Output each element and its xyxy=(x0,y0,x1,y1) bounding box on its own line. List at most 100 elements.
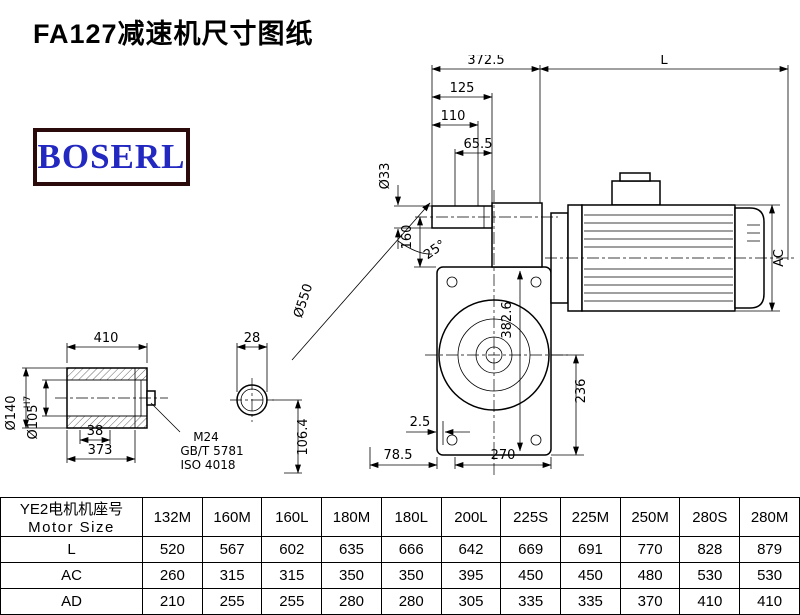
dim-125: 125 xyxy=(431,81,493,203)
table-cell: 642 xyxy=(440,536,502,563)
dim-65-5: 65.5 xyxy=(454,137,493,206)
motor-size-header: YE2电机机座号 Motor Size xyxy=(0,497,143,537)
dim-label-65-5: 65.5 xyxy=(464,137,493,152)
table-header-row: YE2电机机座号 Motor Size 132M 160M 160L 180M … xyxy=(0,497,800,537)
dim-label-28: 28 xyxy=(244,331,261,346)
note-label-iso-standard: ISO 4018 xyxy=(181,458,236,472)
note-label-m24: M24 xyxy=(193,430,219,444)
column-header-225S: 225S xyxy=(500,497,562,537)
table-cell: 450 xyxy=(500,562,562,589)
table-cell: 770 xyxy=(619,536,681,563)
dim-label-410: 410 xyxy=(94,331,119,346)
table-cell: 410 xyxy=(679,588,741,615)
dim-label-2-5: 2.5 xyxy=(410,415,431,430)
table-cell: 410 xyxy=(739,588,800,615)
dim-38: 38 xyxy=(79,424,111,444)
table-row-AC: AC 260 315 315 350 350 395 450 450 480 5… xyxy=(0,562,800,589)
table-row-AD: AD 210 255 255 280 280 305 335 335 370 4… xyxy=(0,588,800,615)
row-label-L: L xyxy=(0,536,143,563)
gearbox-front-view xyxy=(431,202,552,456)
dim-label-270: 270 xyxy=(491,448,516,463)
table-row-L: L 520 567 602 635 666 642 669 691 770 82… xyxy=(0,536,800,563)
note-label-gb-standard: GB/T 5781 xyxy=(180,444,243,458)
table-cell: 210 xyxy=(142,588,203,615)
table-cell: 255 xyxy=(261,588,323,615)
dim-373: 373 xyxy=(66,430,136,463)
column-header-225M: 225M xyxy=(560,497,621,537)
dim-label-o33: Ø33 xyxy=(378,163,393,190)
dim-label-25deg: 25° xyxy=(421,237,448,263)
table-cell: 395 xyxy=(440,562,502,589)
dim-28: 28 xyxy=(236,331,268,392)
row-label-AC: AC xyxy=(0,562,143,589)
column-header-250M: 250M xyxy=(619,497,681,537)
motor-size-header-cn: YE2电机机座号 xyxy=(19,501,124,518)
dim-78-5: 78.5 xyxy=(369,447,438,469)
table-cell: 530 xyxy=(739,562,800,589)
table-cell: 350 xyxy=(380,562,442,589)
dim-label-L: L xyxy=(660,55,668,68)
dim-2-5: 2.5 xyxy=(406,415,470,445)
table-cell: 335 xyxy=(500,588,562,615)
motor-size-header-en: Motor Size xyxy=(28,519,115,536)
column-header-180M: 180M xyxy=(321,497,382,537)
table-cell: 666 xyxy=(380,536,442,563)
table-cell: 315 xyxy=(261,562,323,589)
column-header-160M: 160M xyxy=(201,497,263,537)
dim-label-160: 160 xyxy=(400,225,415,250)
table-cell: 260 xyxy=(142,562,203,589)
table-cell: 315 xyxy=(201,562,263,589)
dim-label-373: 373 xyxy=(88,443,113,458)
table-cell: 567 xyxy=(201,536,263,563)
table-cell: 280 xyxy=(380,588,442,615)
table-cell: 335 xyxy=(560,588,621,615)
table-cell: 280 xyxy=(321,588,382,615)
table-cell: 530 xyxy=(679,562,741,589)
table-cell: 255 xyxy=(201,588,263,615)
dim-label-AC: AC xyxy=(772,249,787,267)
dim-372-5: 372.5 xyxy=(431,55,541,206)
table-cell: 602 xyxy=(261,536,323,563)
table-cell: 691 xyxy=(560,536,621,563)
dimension-drawing: 372.5 L 125 110 65.5 Ø33 160 25° Ø55 xyxy=(4,55,795,475)
table-cell: 635 xyxy=(321,536,382,563)
dim-label-38: 38 xyxy=(87,424,104,439)
table-cell: 879 xyxy=(739,536,800,563)
note-m24-bolt: M24 GB/T 5781 ISO 4018 xyxy=(150,402,244,472)
dim-106-4: 106.4 xyxy=(269,399,311,474)
dim-bore-diameter-140: Ø140 xyxy=(4,367,67,431)
column-header-132M: 132M xyxy=(142,497,203,537)
dim-160: 160 xyxy=(400,216,436,268)
dim-label-o140: Ø140 xyxy=(4,395,19,430)
dim-382-6: 382.6 xyxy=(500,270,523,452)
column-header-280M: 280M xyxy=(739,497,800,537)
dim-label-o550: Ø550 xyxy=(291,282,316,320)
column-header-160L: 160L xyxy=(261,497,323,537)
column-header-280S: 280S xyxy=(679,497,741,537)
column-header-180L: 180L xyxy=(380,497,442,537)
table-cell: 480 xyxy=(619,562,681,589)
dim-label-o105: Ø105 xyxy=(26,404,41,439)
table-cell: 828 xyxy=(679,536,741,563)
dim-motor-length-L: L xyxy=(539,55,789,260)
table-cell: 305 xyxy=(440,588,502,615)
boserl-logo-text: BOSERL xyxy=(37,137,186,176)
dim-motor-height-AC: AC xyxy=(736,204,787,312)
boserl-logo: BOSERL xyxy=(33,128,190,186)
dim-label-78-5: 78.5 xyxy=(384,448,413,463)
dim-label-125: 125 xyxy=(450,81,475,96)
dim-label-106-4: 106.4 xyxy=(296,418,311,455)
page-title: FA127减速机尺寸图纸 xyxy=(33,19,314,49)
dim-270: 270 xyxy=(454,448,552,469)
dim-110: 110 xyxy=(431,109,479,206)
dim-housing-diameter-550: Ø550 xyxy=(291,202,431,361)
dim-label-110: 110 xyxy=(441,109,466,124)
dim-hollow-diameter-105H7: Ø105 H7 xyxy=(23,379,67,440)
table-cell: 669 xyxy=(500,536,562,563)
dim-label-372-5: 372.5 xyxy=(467,55,504,68)
dim-236: 236 xyxy=(551,354,589,456)
table-cell: 350 xyxy=(321,562,382,589)
dim-label-236: 236 xyxy=(574,379,589,404)
motor-side-view xyxy=(550,172,765,312)
motor-size-table: YE2电机机座号 Motor Size 132M 160M 160L 180M … xyxy=(0,497,800,615)
